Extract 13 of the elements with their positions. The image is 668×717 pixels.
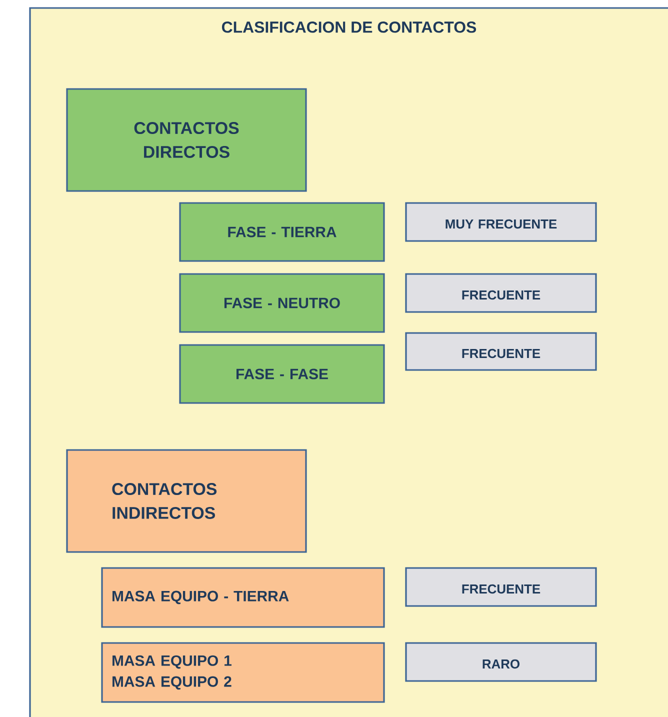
category-box: CONTACTOS INDIRECTOS bbox=[66, 449, 307, 553]
frequency-box: FRECUENTE bbox=[405, 273, 597, 313]
frequency-box: MUY FRECUENTE bbox=[405, 202, 597, 242]
contact-box: FASE - FASE bbox=[179, 344, 385, 404]
category-box: CONTACTOS DIRECTOS bbox=[66, 88, 307, 192]
heading: CLASIFICACION DE CONTACTOS bbox=[222, 22, 476, 33]
contact-box: MASA EQUIPO - TIERRA bbox=[101, 567, 385, 628]
frequency-box: RARO bbox=[405, 642, 597, 682]
contact-box: MASA EQUIPO 1 MASA EQUIPO 2 bbox=[101, 642, 385, 703]
frequency-box: FRECUENTE bbox=[405, 567, 597, 607]
frequency-box: FRECUENTE bbox=[405, 332, 597, 371]
contact-box: FASE - TIERRA bbox=[179, 202, 385, 262]
contact-box: FASE - NEUTRO bbox=[179, 273, 385, 333]
